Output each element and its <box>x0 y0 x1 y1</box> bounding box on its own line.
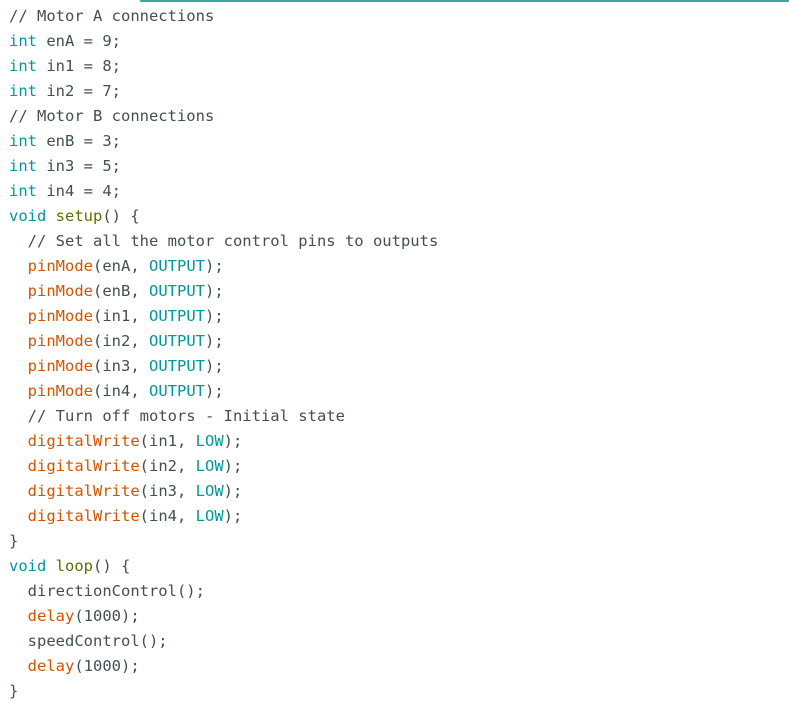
code-area[interactable]: // Motor A connections int enA = 9; int … <box>9 4 438 704</box>
code-line[interactable]: digitalWrite(in2, LOW); <box>27 457 243 475</box>
code-line[interactable]: } <box>9 532 19 550</box>
code-line[interactable]: pinMode(in1, OUTPUT); <box>27 307 224 325</box>
code-line[interactable]: directionControl(); <box>9 582 205 600</box>
code-line[interactable]: // Motor B connections <box>9 107 215 125</box>
code-line[interactable]: digitalWrite(in3, LOW); <box>27 482 243 500</box>
editor-top-accent <box>140 0 789 2</box>
code-line[interactable]: digitalWrite(in1, LOW); <box>27 432 243 450</box>
code-line[interactable]: delay(1000); <box>27 657 140 675</box>
code-line[interactable]: pinMode(in4, OUTPUT); <box>27 382 224 400</box>
code-line[interactable]: int in3 = 5; <box>9 157 121 175</box>
code-line[interactable]: // Turn off motors - Initial state <box>27 407 345 425</box>
code-line[interactable]: speedControl(); <box>9 632 168 650</box>
code-line[interactable]: int in2 = 7; <box>9 82 121 100</box>
code-line[interactable]: pinMode(in2, OUTPUT); <box>27 332 224 350</box>
code-line[interactable]: pinMode(in3, OUTPUT); <box>27 357 224 375</box>
code-line[interactable]: delay(1000); <box>27 607 140 625</box>
code-line[interactable]: } <box>9 682 19 700</box>
code-line[interactable]: int in1 = 8; <box>9 57 121 75</box>
code-line[interactable]: digitalWrite(in4, LOW); <box>27 507 243 525</box>
code-line[interactable]: // Motor A connections <box>9 7 215 25</box>
code-line[interactable]: // Set all the motor control pins to out… <box>27 232 439 250</box>
code-line[interactable]: void setup() { <box>9 207 140 225</box>
code-line[interactable]: pinMode(enA, OUTPUT); <box>27 257 224 275</box>
code-line[interactable]: void loop() { <box>9 557 131 575</box>
code-line[interactable]: int enB = 3; <box>9 132 121 150</box>
code-line[interactable]: pinMode(enB, OUTPUT); <box>27 282 224 300</box>
code-line[interactable]: int in4 = 4; <box>9 182 121 200</box>
code-line[interactable]: int enA = 9; <box>9 32 121 50</box>
